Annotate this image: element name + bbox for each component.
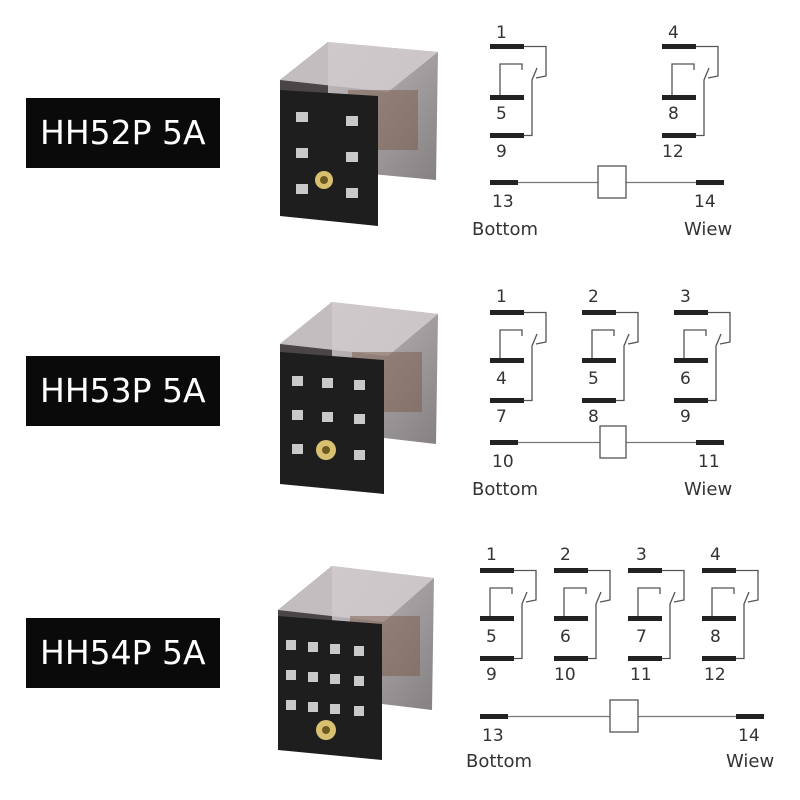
- caption-right: Wiew: [684, 219, 732, 240]
- contact-group-1: 1 4 7: [490, 287, 547, 427]
- contact-group-3: 3 6 9: [674, 287, 731, 427]
- coil: 13 14: [490, 165, 724, 212]
- model-label: HH54P 5A: [26, 618, 220, 688]
- terminal-number: 6: [560, 627, 571, 647]
- terminal-number: 3: [636, 545, 647, 565]
- terminal-number: 12: [662, 142, 684, 162]
- terminal-number: 7: [636, 627, 647, 647]
- terminal-number: 8: [668, 104, 679, 124]
- terminal-number: 2: [560, 545, 571, 565]
- terminal-number: 14: [694, 192, 716, 212]
- terminal-number: 8: [588, 407, 599, 427]
- contact-group-1: 1 5 9: [490, 23, 547, 162]
- terminal-number: 14: [738, 726, 760, 746]
- terminal-number: 11: [630, 665, 652, 685]
- coil: 10 11: [490, 425, 724, 472]
- relay-photo-2pole: [280, 42, 438, 226]
- terminal-number: 4: [496, 369, 507, 389]
- terminal-number: 9: [680, 407, 691, 427]
- terminal-number: 10: [554, 665, 576, 685]
- terminal-number: 9: [496, 142, 507, 162]
- terminal-number: 12: [704, 665, 726, 685]
- terminal-number: 13: [482, 726, 504, 746]
- caption-right: Wiew: [684, 479, 732, 500]
- terminal-number: 6: [680, 369, 691, 389]
- wiring-diagram-2pole: 1 5 9 4 8 12 13 14 Bottom Wiew: [472, 23, 732, 240]
- contact-group-1: 1 5 9: [480, 545, 537, 685]
- model-row-hh52p: HH52P 5A 1 5 9: [0, 0, 800, 260]
- terminal-number: 9: [486, 665, 497, 685]
- wiring-diagram-3pole: 1 4 7 2 5 8 3 6 9: [472, 287, 732, 500]
- terminal-number: 2: [588, 287, 599, 307]
- contact-group-2: 2 5 8: [582, 287, 639, 427]
- terminal-number: 1: [496, 287, 507, 307]
- terminal-number: 5: [496, 104, 507, 124]
- wiring-diagram-4pole: 1 5 9 2 6 10 3 7 11: [466, 545, 774, 772]
- terminal-number: 7: [496, 407, 507, 427]
- terminal-number: 10: [492, 452, 514, 472]
- terminal-number: 3: [680, 287, 691, 307]
- caption-left: Bottom: [472, 479, 538, 500]
- relay-photo-3pole: [280, 302, 438, 494]
- terminal-number: 5: [588, 369, 599, 389]
- terminal-number: 8: [710, 627, 721, 647]
- contact-group-2: 4 8 12: [662, 23, 719, 162]
- terminal-number: 4: [710, 545, 721, 565]
- caption-right: Wiew: [726, 751, 774, 772]
- terminal-number: 13: [492, 192, 514, 212]
- contact-group-4: 4 8 12: [702, 545, 759, 685]
- terminal-number: 1: [486, 545, 497, 565]
- relay-photo-4pole: [278, 566, 434, 760]
- model-row-hh53p: HH53P 5A 1 4 7: [0, 266, 800, 526]
- coil: 13 14: [480, 699, 764, 746]
- terminal-number: 1: [496, 23, 507, 43]
- terminal-number: 5: [486, 627, 497, 647]
- caption-left: Bottom: [472, 219, 538, 240]
- model-label: HH52P 5A: [26, 98, 220, 168]
- terminal-number: 4: [668, 23, 679, 43]
- caption-left: Bottom: [466, 751, 532, 772]
- contact-group-2: 2 6 10: [554, 545, 611, 685]
- model-row-hh54p: HH54P 5A 1 5 9: [0, 532, 800, 792]
- contact-group-3: 3 7 11: [628, 545, 685, 685]
- terminal-number: 11: [698, 452, 720, 472]
- model-label: HH53P 5A: [26, 356, 220, 426]
